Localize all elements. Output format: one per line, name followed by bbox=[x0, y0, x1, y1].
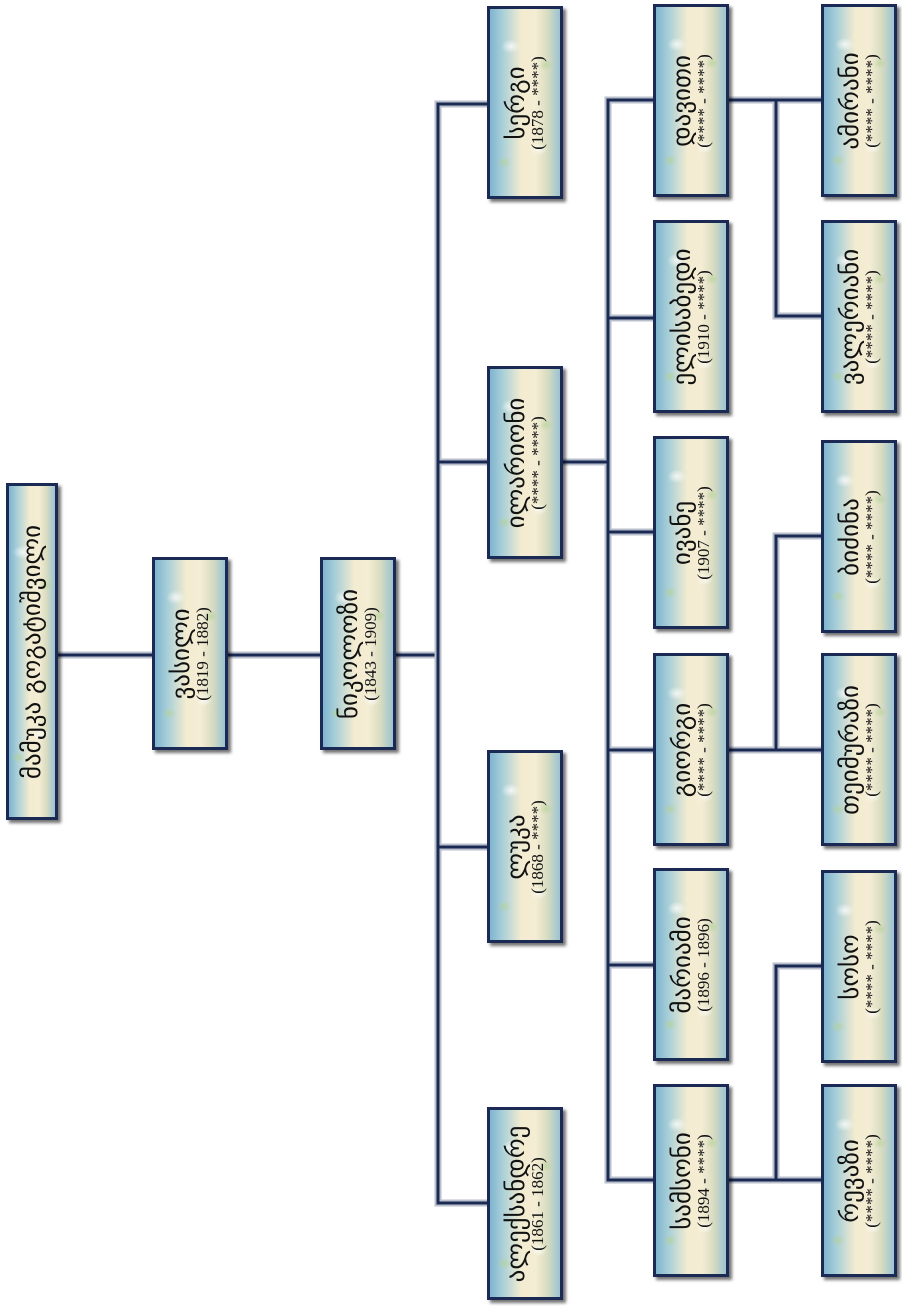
person-dates: (1868 - ****) bbox=[528, 799, 548, 894]
person-dates: (**** - ****) bbox=[862, 1133, 882, 1228]
person-name: გიორგი bbox=[666, 702, 696, 797]
person-node-amirani[interactable]: ამირანი (**** - ****) bbox=[821, 4, 897, 197]
person-name: მარიამი bbox=[666, 915, 696, 1014]
person-node-root[interactable]: მამუკა გოგატიშვილი bbox=[6, 483, 58, 820]
person-dates: (1819 - 1882) bbox=[193, 606, 213, 701]
person-node-aleksandre[interactable]: ალექსანდრე (1861 - 1862) bbox=[487, 1107, 563, 1300]
person-node-ivane[interactable]: ივანე (1907 - ****) bbox=[653, 436, 729, 629]
person-name: ბიძინა bbox=[834, 497, 864, 576]
person-dates: (1878 - ****) bbox=[528, 55, 548, 150]
person-name: ივანე bbox=[666, 500, 696, 565]
person-node-valeriani[interactable]: ვალერიანი (**** - ****) bbox=[821, 220, 897, 413]
person-node-teimurazi[interactable]: თეიმურაზი (**** - ****) bbox=[821, 653, 897, 846]
person-node-vasili[interactable]: ვასილი (1819 - 1882) bbox=[152, 557, 228, 750]
person-dates: (1861 - 1862) bbox=[528, 1156, 548, 1251]
person-node-nikoloz[interactable]: ნიკოლოზი (1843 - 1909) bbox=[320, 557, 396, 750]
person-name: სამსონი bbox=[666, 1131, 696, 1230]
person-name: რევაზი bbox=[834, 1138, 864, 1223]
person-node-luka[interactable]: ლუკა (1868 - ****) bbox=[487, 750, 563, 943]
person-node-mariami[interactable]: მარიამი (1896 - 1896) bbox=[653, 868, 729, 1061]
person-node-elisabedi[interactable]: ელისაბედი (1910 - ****) bbox=[653, 220, 729, 413]
person-name: ელისაბედი bbox=[666, 247, 696, 386]
person-node-revazi[interactable]: რევაზი (**** - ****) bbox=[821, 1084, 897, 1277]
person-dates: (**** - ****) bbox=[862, 702, 882, 797]
person-name: დავითი bbox=[666, 54, 696, 147]
person-name: ალექსანდრე bbox=[500, 1125, 530, 1282]
person-node-ilarioni[interactable]: ილარიონი (**** - ****) bbox=[487, 366, 563, 559]
person-name: ვალერიანი bbox=[834, 248, 864, 385]
person-node-soso[interactable]: სოსო (**** - ****) bbox=[821, 870, 897, 1063]
person-node-samsoni[interactable]: სამსონი (1894 - ****) bbox=[653, 1084, 729, 1277]
person-name: ვასილი bbox=[165, 607, 195, 700]
person-dates: (**** - ****) bbox=[862, 919, 882, 1014]
person-dates: (1910 - ****) bbox=[694, 269, 714, 364]
person-dates: (1894 - ****) bbox=[694, 1133, 714, 1228]
person-node-giorgi[interactable]: გიორგი (**** - ****) bbox=[653, 653, 729, 846]
person-name: ამირანი bbox=[834, 51, 864, 150]
person-name: მამუკა გოგატიშვილი bbox=[16, 524, 46, 779]
person-node-bidzina[interactable]: ბიძინა (**** - ****) bbox=[821, 440, 897, 633]
person-name: თეიმურაზი bbox=[834, 684, 864, 815]
person-dates: (1843 - 1909) bbox=[361, 606, 381, 701]
person-dates: (**** - ****) bbox=[862, 269, 882, 364]
person-dates: (1896 - 1896) bbox=[694, 917, 714, 1012]
person-node-davit[interactable]: დავითი (**** - ****) bbox=[653, 4, 729, 197]
person-dates: (**** - ****) bbox=[862, 53, 882, 148]
person-dates: (**** - ****) bbox=[694, 702, 714, 797]
person-name: სოსო bbox=[834, 933, 864, 1000]
person-dates: (**** - ****) bbox=[862, 489, 882, 584]
person-name: ილარიონი bbox=[500, 397, 530, 528]
person-node-sergi[interactable]: სერგი (1878 - ****) bbox=[487, 6, 563, 199]
person-dates: (**** - ****) bbox=[694, 53, 714, 148]
connector-line bbox=[434, 100, 491, 1207]
person-dates: (1907 - ****) bbox=[694, 485, 714, 580]
person-name: ლუკა bbox=[500, 813, 530, 880]
person-name: სერგი bbox=[500, 65, 530, 140]
person-dates: (**** - ****) bbox=[528, 415, 548, 510]
person-name: ნიკოლოზი bbox=[333, 588, 363, 719]
